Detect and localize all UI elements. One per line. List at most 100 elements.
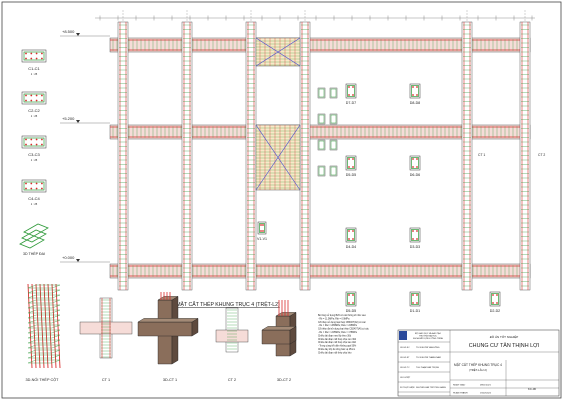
beam-section-bar xyxy=(412,302,414,304)
column-section-label: C4-C4 xyxy=(28,196,40,201)
splice-bar xyxy=(35,283,41,369)
school-line: TRƯỜNG ĐẠI HỌC xyxy=(419,335,438,338)
sheet-title: MẶT CẮT THÉP KHUNG TRỤC 4 xyxy=(454,362,502,367)
mini-section-tie xyxy=(330,114,337,124)
beam-section-bar xyxy=(496,294,498,296)
beam-section-label: D7-D7 xyxy=(346,101,356,105)
beam-section-outline xyxy=(409,227,421,243)
block-front xyxy=(261,329,291,345)
column-section-bar xyxy=(41,182,43,185)
column-section-bar xyxy=(25,138,27,141)
beam-section-bar xyxy=(416,302,418,304)
detail-label-3dct1: 3D-CT 1 xyxy=(163,378,177,382)
beam-section-bar xyxy=(262,224,264,226)
column-section-label: C1-C1 xyxy=(28,66,40,71)
beam-section-label: D6-D6 xyxy=(410,173,420,177)
core-brace xyxy=(255,37,301,67)
column-section-tie xyxy=(23,51,45,61)
beam-section-bar xyxy=(348,94,350,96)
tb-name: TS. NGUYỄN THÀNH NAM xyxy=(416,356,441,359)
tb-name: NGUYỄN VĂN TRƯỜNG GIANG xyxy=(416,386,446,389)
column-section-label: C2-C2 xyxy=(28,108,40,113)
mini-section xyxy=(329,87,338,99)
block-top xyxy=(261,326,297,331)
beam-section-label: D4-D4 xyxy=(346,245,356,249)
stirrup-3d-shape xyxy=(21,229,47,243)
beam-section-bar xyxy=(352,94,354,96)
column-section-label: C3-C3 xyxy=(28,152,40,157)
ct-tag-1: CT 1 xyxy=(478,153,485,157)
date-label: NGÀY GIAO xyxy=(453,384,466,387)
tb-name: ThS. PHẠM VĂN TRỌNG xyxy=(416,366,439,369)
beam-section-bar xyxy=(348,302,350,304)
column-section-bar xyxy=(35,57,38,60)
level-triangle xyxy=(76,259,80,262)
column-section-bar xyxy=(35,182,38,185)
column-4 xyxy=(299,21,311,291)
beam-section-tie xyxy=(491,293,499,305)
main-title: MẶT CẮT THÉP KHUNG TRỤC 4 (TRỆT-L2) xyxy=(176,300,280,308)
column-3 xyxy=(245,21,257,291)
level-mid: +5.200 xyxy=(62,116,75,121)
beam-section-bar xyxy=(412,94,414,96)
sheet-subtitle: (TRỆT-LẦU 2) xyxy=(469,367,487,372)
splice-tie xyxy=(27,359,61,364)
note-line: - Rb = 11.5MPa; Rbt = 0.9MPa xyxy=(318,317,350,320)
beam-section-bar xyxy=(412,238,414,240)
beam-section-outline xyxy=(409,83,421,99)
beam-section-outline xyxy=(345,291,357,307)
mini-section xyxy=(317,113,326,125)
date-value: 08/11/2021 xyxy=(480,385,492,387)
beam-section-bar xyxy=(348,86,350,88)
note-line: Bê tông sử dụng B20 có các thông số như … xyxy=(318,314,367,317)
column-section-bar xyxy=(35,94,38,97)
done-label: HOÀN THÀNH xyxy=(453,392,468,395)
sheet-no: KC-06 xyxy=(528,387,536,391)
mini-section-tie xyxy=(330,166,337,176)
column-section-bar xyxy=(30,52,33,55)
beam-section-bar xyxy=(348,238,350,240)
ct2-beam xyxy=(215,329,249,343)
beam-section-bar xyxy=(348,230,350,232)
beam-section-bar xyxy=(416,94,418,96)
column-section-bar xyxy=(41,143,43,146)
logo-mark xyxy=(399,331,407,340)
beam-section-outline xyxy=(345,227,357,243)
frame-elevation: CT 1 CT 2 xyxy=(60,10,545,291)
beam-section-tie xyxy=(259,223,265,233)
column-section-outline xyxy=(21,91,47,105)
beam-section-bar xyxy=(416,294,418,296)
detail-label-splice: 3D-NỐI THÉP CỘT xyxy=(26,377,60,382)
beam-section-label: V1-V1 xyxy=(257,237,267,241)
level-markers: +8.500 +5.200 +0.000 xyxy=(62,29,75,260)
beam-section-bar xyxy=(416,230,418,232)
mini-section xyxy=(317,165,326,177)
stirrup-3d-shape xyxy=(19,235,45,249)
beam-section-bar xyxy=(262,230,264,232)
splice-tie xyxy=(27,349,61,354)
beam-section-bar xyxy=(348,294,350,296)
block-top xyxy=(137,318,199,323)
splice-tie xyxy=(27,339,61,344)
column-1 xyxy=(117,21,129,291)
column-section-bar xyxy=(35,138,38,141)
mini-section xyxy=(329,139,338,151)
level-bottom: +0.000 xyxy=(62,255,75,260)
detail-label-ct2: CT 2 xyxy=(228,378,236,382)
column-section-bar xyxy=(25,187,27,190)
school-line: KHOA XÂY DỰNG CÔNG TRÌNH xyxy=(413,337,444,340)
mini-section xyxy=(317,139,326,151)
splice-bar xyxy=(43,283,49,369)
mini-section xyxy=(329,113,338,125)
splice-tie xyxy=(27,344,61,349)
ct-tag-2: CT 2 xyxy=(538,153,545,157)
beam-section-tie xyxy=(411,157,419,169)
beam-section-label: D5-D5 xyxy=(346,173,356,177)
general-notes: Bê tông sử dụng B20 có các thông số như … xyxy=(318,314,370,354)
beam-section-tie xyxy=(347,157,355,169)
note-line: Chiều dài đoạn nối thép chịu nén 30d xyxy=(318,338,357,341)
project-name: CHUNG CƯ TÂN THỊNH LỢI xyxy=(469,342,539,349)
beam-section-bar xyxy=(492,294,494,296)
